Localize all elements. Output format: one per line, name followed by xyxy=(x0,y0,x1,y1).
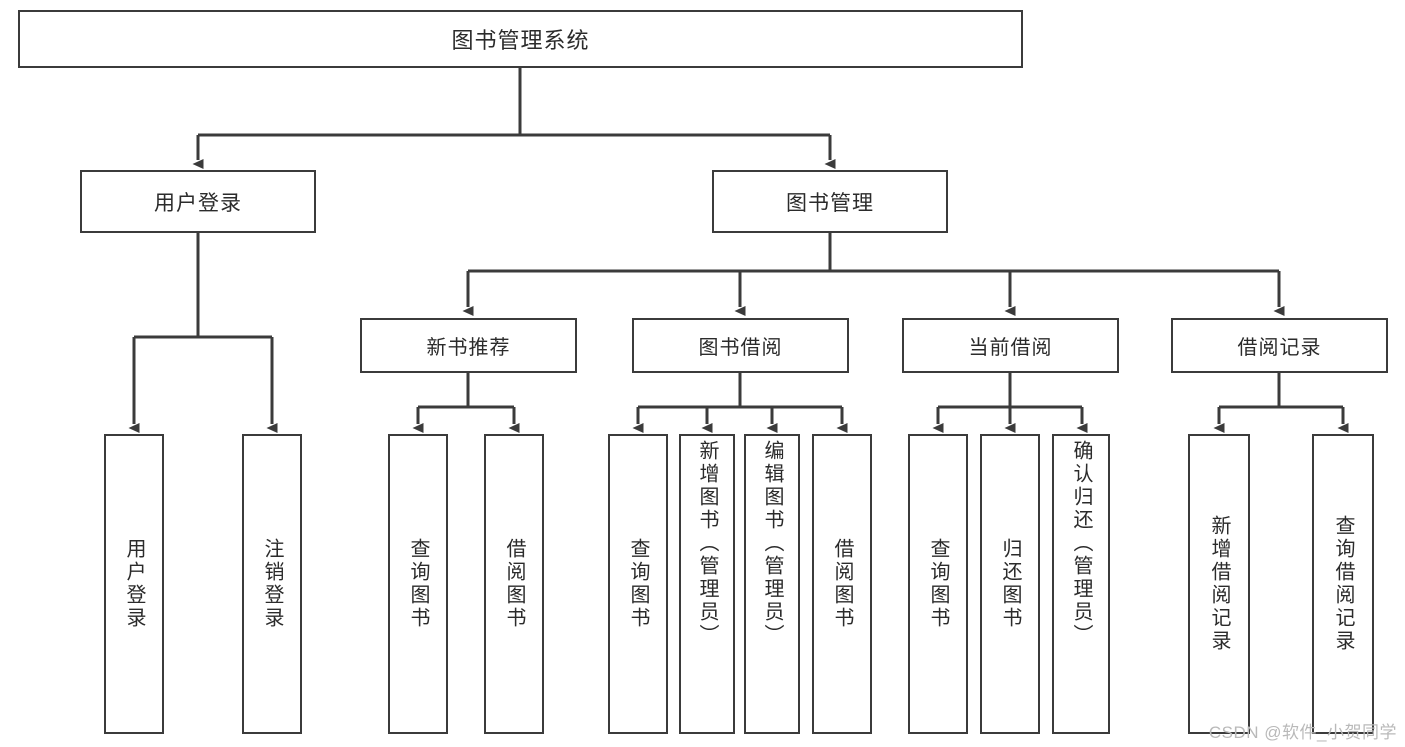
node-new-book-recommend[interactable]: 新书推荐 xyxy=(360,318,577,373)
node-leaf-borrow-book-2-label: 借阅图书 xyxy=(831,538,853,630)
node-leaf-query-book-3-label: 查询图书 xyxy=(927,538,949,630)
node-leaf-query-book-3[interactable]: 查询图书 xyxy=(908,434,968,734)
node-book-borrow[interactable]: 图书借阅 xyxy=(632,318,849,373)
node-leaf-logout-login-label: 注销登录 xyxy=(261,538,283,630)
node-leaf-add-book[interactable]: 新增图书（管理员） xyxy=(679,434,735,734)
node-root[interactable]: 图书管理系统 xyxy=(18,10,1023,68)
node-user-login-label: 用户登录 xyxy=(154,191,242,215)
node-borrow-record-label: 借阅记录 xyxy=(1237,337,1322,359)
node-leaf-add-record-label: 新增借阅记录 xyxy=(1208,515,1230,653)
node-book-borrow-label: 图书借阅 xyxy=(698,337,783,359)
node-leaf-query-book-1-label: 查询图书 xyxy=(407,538,429,630)
watermark: CSDN @软件_小贺同学 xyxy=(1208,723,1397,742)
node-leaf-edit-book-label: 编辑图书（管理员） xyxy=(761,440,783,647)
node-leaf-logout-login[interactable]: 注销登录 xyxy=(242,434,302,734)
node-leaf-add-record[interactable]: 新增借阅记录 xyxy=(1188,434,1250,734)
node-leaf-add-book-label: 新增图书（管理员） xyxy=(696,440,718,647)
node-leaf-query-record[interactable]: 查询借阅记录 xyxy=(1312,434,1374,734)
node-leaf-borrow-book-1-label: 借阅图书 xyxy=(503,538,525,630)
node-leaf-query-record-label: 查询借阅记录 xyxy=(1332,515,1354,653)
node-leaf-user-login-label: 用户登录 xyxy=(123,538,145,630)
node-book-manage-label: 图书管理 xyxy=(786,191,874,215)
node-current-borrow[interactable]: 当前借阅 xyxy=(902,318,1119,373)
node-leaf-query-book-2[interactable]: 查询图书 xyxy=(608,434,668,734)
node-user-login[interactable]: 用户登录 xyxy=(80,170,316,233)
node-leaf-confirm-return[interactable]: 确认归还（管理员） xyxy=(1052,434,1110,734)
node-leaf-return-book-label: 归还图书 xyxy=(999,538,1021,630)
node-borrow-record[interactable]: 借阅记录 xyxy=(1171,318,1388,373)
node-leaf-edit-book[interactable]: 编辑图书（管理员） xyxy=(744,434,800,734)
node-leaf-query-book-2-label: 查询图书 xyxy=(627,538,649,630)
node-leaf-confirm-return-label: 确认归还（管理员） xyxy=(1070,440,1092,647)
node-leaf-user-login[interactable]: 用户登录 xyxy=(104,434,164,734)
node-leaf-return-book[interactable]: 归还图书 xyxy=(980,434,1040,734)
node-leaf-borrow-book-1[interactable]: 借阅图书 xyxy=(484,434,544,734)
node-book-manage[interactable]: 图书管理 xyxy=(712,170,948,233)
node-current-borrow-label: 当前借阅 xyxy=(968,337,1053,359)
node-leaf-query-book-1[interactable]: 查询图书 xyxy=(388,434,448,734)
node-leaf-borrow-book-2[interactable]: 借阅图书 xyxy=(812,434,872,734)
node-new-book-recommend-label: 新书推荐 xyxy=(426,337,511,359)
node-root-label: 图书管理系统 xyxy=(451,28,590,53)
